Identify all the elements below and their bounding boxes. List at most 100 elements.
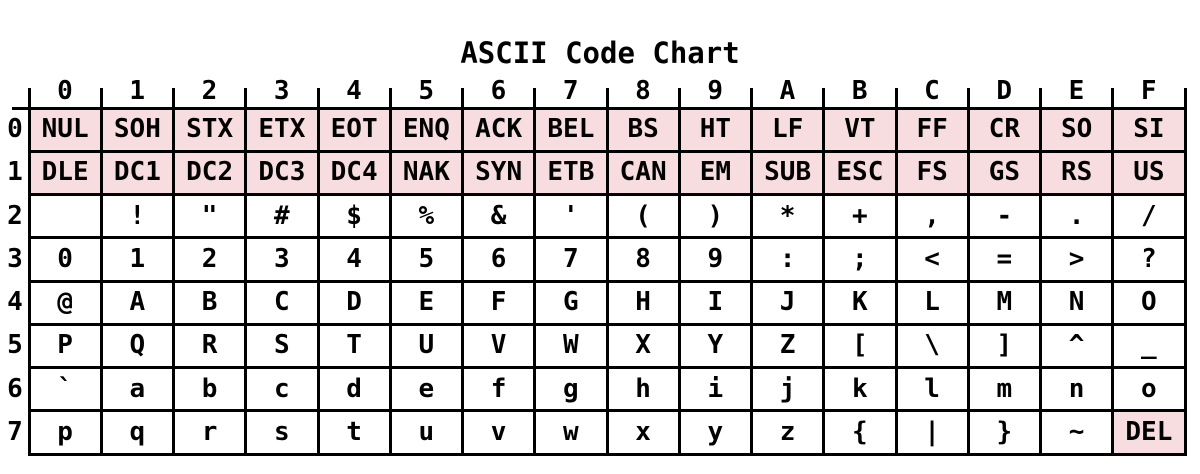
char-label: NUL xyxy=(41,114,89,144)
char-label: ESC xyxy=(836,157,884,188)
char-label: ETB xyxy=(547,157,595,188)
char-cell: h xyxy=(607,368,679,411)
char-cell: VT xyxy=(823,108,896,152)
char-label: K xyxy=(852,287,868,317)
char-label: S xyxy=(274,330,290,361)
char-label: 1 xyxy=(129,243,146,274)
char-label: u xyxy=(418,416,435,447)
char-label: ) xyxy=(707,200,724,231)
char-cell: % xyxy=(390,195,462,238)
char-label: t xyxy=(346,416,362,447)
char-label: T xyxy=(346,330,362,361)
row-header: 4 xyxy=(7,287,23,317)
char-cell: z xyxy=(752,411,824,454)
char-label: Q xyxy=(129,330,146,361)
char-cell: s xyxy=(246,411,318,454)
char-label: ` xyxy=(57,373,73,404)
char-label: m xyxy=(996,373,1013,404)
char-cell: w xyxy=(535,411,607,454)
char-cell: EOT xyxy=(318,108,391,152)
char-cell: NAK xyxy=(390,151,463,195)
char-label: Y xyxy=(707,330,724,361)
char-cell: J xyxy=(752,281,824,324)
char-label: F xyxy=(490,287,507,317)
char-cell: & xyxy=(463,195,535,238)
grid-line-vertical xyxy=(172,88,175,456)
char-cell: \ xyxy=(896,324,968,367)
char-cell: . xyxy=(1041,195,1113,238)
char-label: d xyxy=(346,373,362,404)
char-cell: y xyxy=(679,411,751,454)
char-label: DEL xyxy=(1125,416,1173,447)
grid-line-vertical xyxy=(1111,88,1115,456)
char-cell: FF xyxy=(896,108,969,152)
char-label: @ xyxy=(57,287,73,317)
char-cell: l xyxy=(896,368,968,411)
char-label: ] xyxy=(996,330,1013,361)
char-label: # xyxy=(274,200,290,231)
char-cell: I xyxy=(679,281,751,324)
char-cell: ( xyxy=(607,195,679,238)
column-header: E xyxy=(1068,76,1085,106)
char-label: " xyxy=(201,200,218,231)
char-label: B xyxy=(201,287,218,317)
char-label: a xyxy=(129,373,146,404)
char-cell: 4 xyxy=(318,238,390,281)
char-cell: ] xyxy=(968,324,1040,367)
char-cell: N xyxy=(1041,281,1113,324)
char-label: 2 xyxy=(201,243,218,274)
char-label: o xyxy=(1141,373,1157,404)
char-cell: @ xyxy=(29,281,101,324)
grid-line-horizontal xyxy=(12,106,1187,110)
chart-title: ASCII Code Chart xyxy=(460,36,740,70)
char-label: j xyxy=(779,373,796,404)
char-label: [ xyxy=(852,330,868,361)
char-label: _ xyxy=(1141,330,1157,361)
grid-line-vertical xyxy=(27,88,31,456)
char-label: J xyxy=(779,287,796,317)
char-cell: A xyxy=(101,281,173,324)
char-label: > xyxy=(1068,243,1085,274)
char-cell: k xyxy=(824,368,896,411)
char-cell: c xyxy=(246,368,318,411)
grid-line-vertical xyxy=(99,88,103,456)
char-cell: US xyxy=(1112,151,1185,195)
char-label: DC1 xyxy=(113,157,161,188)
char-cell: L xyxy=(896,281,968,324)
char-label: SI xyxy=(1133,114,1165,144)
char-label: $ xyxy=(346,200,362,231)
char-label: \ xyxy=(924,330,940,361)
column-header: 0 xyxy=(57,76,73,106)
char-label: FF xyxy=(916,114,948,144)
char-cell: 8 xyxy=(607,238,679,281)
char-cell: DLE xyxy=(29,151,102,195)
column-header: 2 xyxy=(201,76,218,106)
char-label: SO xyxy=(1060,114,1093,144)
char-cell: 9 xyxy=(679,238,751,281)
char-label: CAN xyxy=(619,157,667,188)
char-cell: T xyxy=(318,324,390,367)
char-label: < xyxy=(924,243,940,274)
char-cell: ` xyxy=(29,368,101,411)
char-cell: EM xyxy=(679,151,752,195)
column-header: 1 xyxy=(129,76,146,106)
char-cell: ? xyxy=(1113,238,1185,281)
char-cell: / xyxy=(1113,195,1185,238)
char-cell: FS xyxy=(896,151,969,195)
char-cell: i xyxy=(679,368,751,411)
char-cell: * xyxy=(752,195,824,238)
char-label: 3 xyxy=(274,243,290,274)
char-label: q xyxy=(129,416,146,447)
char-cell: v xyxy=(463,411,535,454)
char-label: A xyxy=(129,287,146,317)
char-cell: p xyxy=(29,411,101,454)
char-label: CR xyxy=(988,114,1021,144)
char-label: - xyxy=(996,200,1013,231)
char-label: N xyxy=(1068,287,1085,317)
char-cell: Z xyxy=(752,324,824,367)
char-cell: DEL xyxy=(1112,410,1185,454)
char-label: % xyxy=(418,200,435,231)
char-cell: d xyxy=(318,368,390,411)
char-label: i xyxy=(707,373,724,404)
char-label: ^ xyxy=(1068,330,1085,361)
